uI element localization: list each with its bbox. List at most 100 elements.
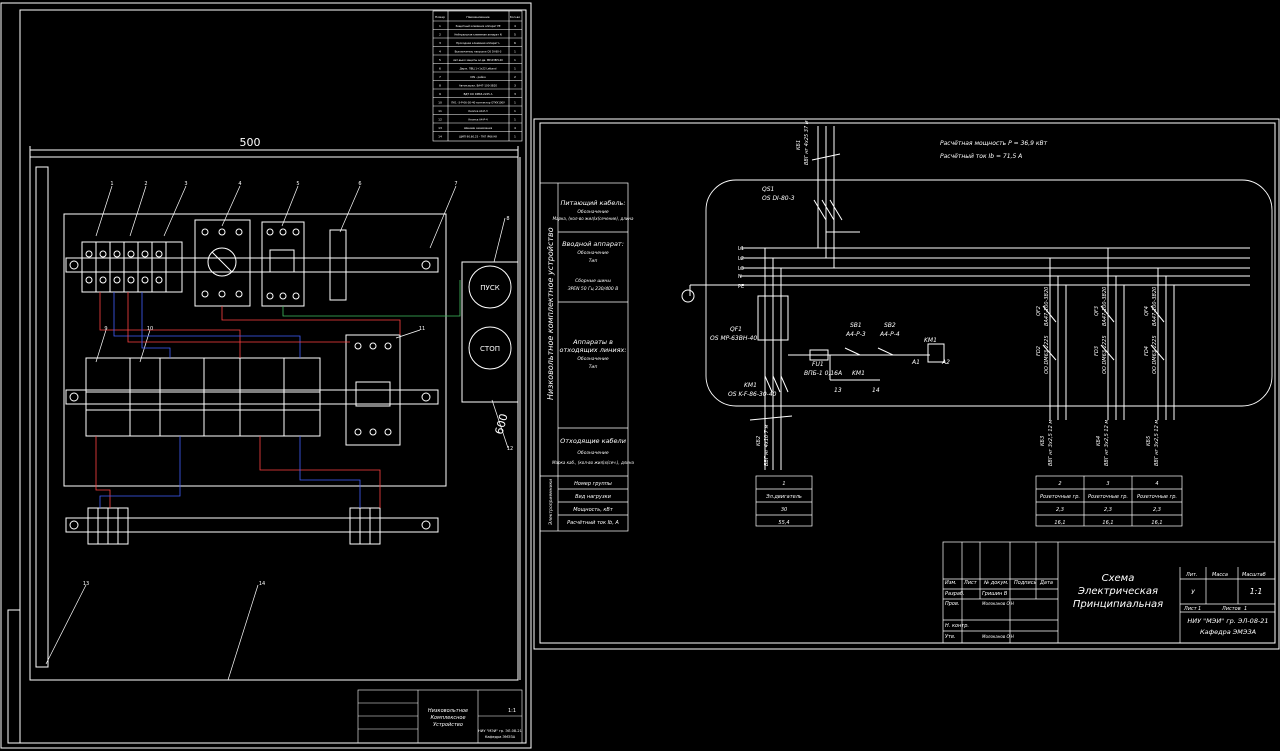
qs1-type: OS DI-80-3 — [762, 195, 795, 202]
cable-in-mark: ВВГ нг 4х25 37 м — [804, 120, 810, 165]
group-cell-power: 2,3 — [1056, 507, 1064, 513]
callout-13: 13 — [83, 581, 89, 587]
cable-out-code: КБ2 — [756, 436, 762, 446]
fd-group-code: FD4 — [1144, 346, 1150, 356]
cable-out-code: КБ4 — [1096, 436, 1102, 446]
spec-row-qty: 3 — [514, 84, 516, 88]
feed-cable-sub2: Марка, (кол-во жил)х(сечение), длина — [553, 216, 634, 221]
left-sheet-frame — [19, 9, 527, 744]
tb-title-3: Принципиальная — [1073, 599, 1163, 610]
row-label-load: Вид нагрузки — [575, 494, 611, 500]
spec-table — [432, 10, 523, 142]
stop-button-circle — [468, 326, 512, 370]
spec-header-qty: Кол-во — [510, 15, 521, 19]
input-branch — [811, 126, 860, 268]
km1-coil-code: KM1 — [924, 337, 937, 344]
callout-14: 14 — [259, 581, 265, 587]
outgoing-devices-4: Тип — [589, 364, 598, 370]
fd-group-type: OO DM63-2225 — [1152, 335, 1158, 374]
spec-row-num: 1 — [439, 24, 441, 28]
spec-row-name: Кнопка А4-Р-3 — [468, 109, 488, 113]
tb-developer: Гришин В — [982, 591, 1008, 597]
sb2-type: А4-Р-4 — [879, 331, 900, 338]
tb-scale: 1:1 — [1250, 587, 1263, 596]
cabinet-left-flange — [35, 166, 49, 668]
spec-row-num: 8 — [439, 84, 441, 88]
ground-symbol — [681, 285, 695, 303]
spec-row-qty: 1 — [514, 101, 516, 105]
design-power: Расчётная мощность P = 36,9 кВт — [940, 140, 1048, 147]
tb-sheets: 1 — [1244, 606, 1247, 612]
fd-group-code: FD2 — [1036, 346, 1042, 356]
qf1-type: OS MP-63ВН-40 — [710, 335, 757, 342]
cable-out-mark: ВВГ нг 3х2,5 12 м — [1048, 420, 1054, 466]
tb-col-doc: № докум. — [983, 580, 1009, 586]
spec-row-name: DIN - рейка — [470, 75, 486, 79]
breakers-row — [85, 357, 321, 437]
qf1-code: QF1 — [730, 326, 742, 333]
cable-out-mark: ВВГ нг 3х2,5 12 м — [1154, 420, 1160, 466]
spec-row-name: ПК1 -3-Р-06-30-40 контактор ОТКУ100У — [451, 101, 505, 105]
side-table — [539, 182, 629, 532]
left-title-block — [357, 689, 523, 744]
callout-5: 5 — [296, 181, 299, 187]
callout-9: 9 — [104, 326, 107, 332]
terminal-14: 14 — [872, 387, 880, 394]
right-title-block — [942, 541, 1276, 644]
callout-10: 10 — [147, 326, 153, 332]
busbars-label-1: Сборные шины — [575, 278, 611, 284]
right-texts: Расчётная мощность P = 36,9 кВт Расчётны… — [546, 120, 1269, 640]
tb-checker-label: Пров. — [945, 601, 960, 607]
spec-row-name: Выключатель нагрузки OS DI-80-3 — [455, 50, 502, 54]
spec-row-name: Кнопка А4-Р-4 — [468, 118, 488, 122]
group-cell-num: 1 — [782, 481, 785, 487]
group-cell-power: 30 — [781, 507, 787, 513]
spec-row-name: ЩМП 90.60.25 - ТКП IP66 КК — [459, 135, 497, 139]
left-department: Кафедра ЭМЭЗА — [485, 735, 516, 739]
group-cell-load: Розеточные гр. — [1137, 494, 1177, 500]
tb-approver: Молоканов О.Н — [982, 634, 1014, 639]
spec-row-num: 6 — [439, 67, 441, 71]
tb-lit-label: Лит. — [1185, 572, 1198, 578]
tb-checker: Молоканов О.Н — [982, 601, 1014, 606]
control-circuit — [788, 343, 945, 381]
mounting-plate — [63, 213, 447, 487]
bus-l3: L3 — [738, 266, 744, 272]
spec-header-name: Наименование — [466, 15, 489, 19]
bus-pe: PE — [738, 284, 744, 290]
spec-row-num: 9 — [439, 92, 441, 96]
busbars — [690, 247, 1250, 286]
nku-boundary — [705, 179, 1273, 407]
callout-3: 3 — [184, 181, 187, 187]
tb-sheet-label: Лист — [1183, 606, 1198, 612]
tb-sheet: 1 — [1198, 606, 1201, 612]
spec-row-name: Шинами заземления — [464, 126, 493, 130]
spec-header-num: Номер — [435, 15, 445, 19]
motor-breaker-drawing — [261, 221, 305, 307]
din-rail-middle — [65, 389, 439, 405]
qf-group-code: QF2 — [1036, 306, 1042, 316]
group-cell-current: 16,1 — [1102, 520, 1113, 526]
wiring-left — [95, 280, 461, 508]
tb-col-date: Дата — [1039, 580, 1053, 586]
fd-group-type: OO DM63-2225 — [1102, 335, 1108, 374]
callout-1: 1 — [110, 181, 113, 187]
terminal-a2: A2 — [941, 359, 950, 366]
tb-col-sign: Подпись — [1014, 580, 1037, 586]
left-title-line-3: Устройство — [433, 722, 463, 728]
cable-out-mark: ВВГ нг 3х2,5 12 м — [1104, 420, 1110, 466]
fd-group-type: OO DM63-2225 — [1044, 335, 1050, 374]
button-panel — [461, 261, 519, 403]
spec-row-qty: 2 — [514, 75, 516, 79]
qs1-code: QS1 — [762, 186, 774, 193]
outgoing-cables-label: Отходящие кабели — [560, 437, 626, 445]
group-cell-power: 2,3 — [1104, 507, 1112, 513]
group-cell-current: 16,1 — [1151, 520, 1162, 526]
callout-6: 6 — [358, 181, 361, 187]
left-group: НИУ "МЭИ" гр. ЭЛ-08-21 — [478, 729, 522, 733]
stop-button-label: СТОП — [480, 345, 500, 353]
